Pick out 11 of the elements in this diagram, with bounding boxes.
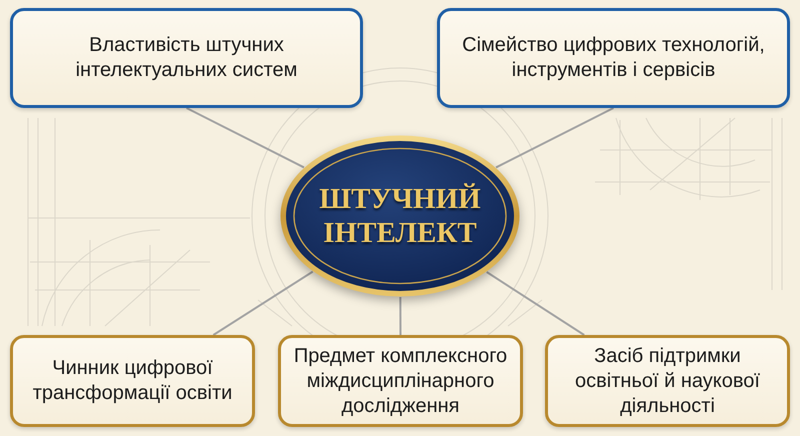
concept-card: Предмет комплексного міждисциплінарного дослідження bbox=[278, 335, 523, 427]
connector-line bbox=[212, 270, 314, 336]
concept-card: Сімейство цифрових технологій, інструментів і сервісів bbox=[437, 8, 790, 108]
connector-line bbox=[186, 107, 304, 168]
connector-line bbox=[496, 107, 614, 168]
connector-line bbox=[399, 297, 402, 335]
concept-card: Засіб підтримки освітньої й наукової діяльності bbox=[545, 335, 790, 427]
concept-card: Властивість штучних інтелектуальних систем bbox=[10, 8, 363, 108]
connector-line bbox=[486, 271, 585, 336]
concept-card: Чинник цифрової трансформації освіти bbox=[10, 335, 255, 427]
central-oval: ШТУЧНИЙ ІНТЕЛЕКТ bbox=[280, 135, 520, 297]
